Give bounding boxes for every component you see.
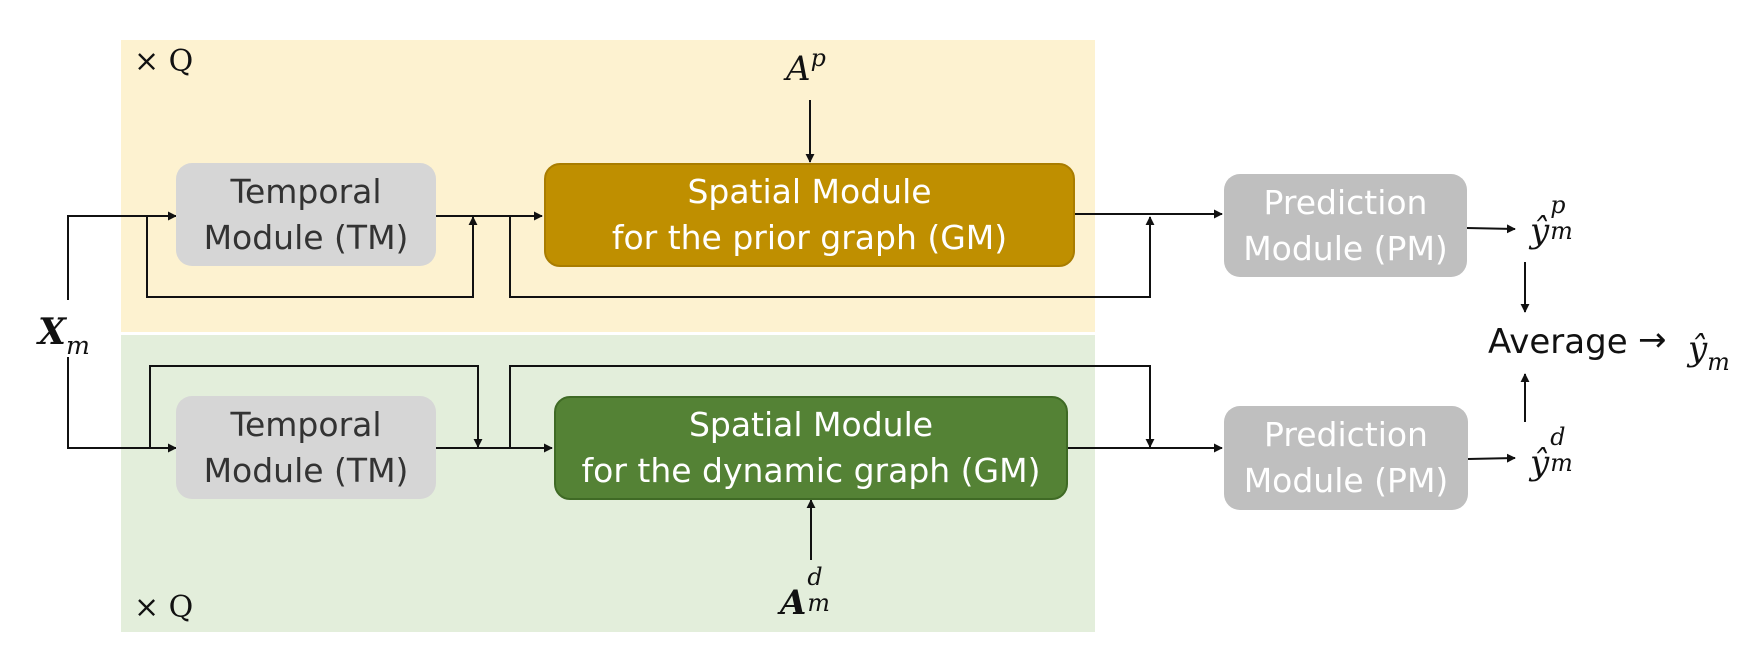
bottom-prediction-module: Prediction Module (PM) [1224, 406, 1468, 510]
bottom-tm-line2: Module (TM) [203, 450, 409, 490]
bottom-gm-skip-wire [509, 365, 1155, 448]
top-tm-line1: Temporal [230, 171, 382, 211]
top-pm-line2: Module (PM) [1243, 228, 1448, 268]
final-output-label: ŷm [1688, 329, 1730, 374]
prior-adjacency-base: A [786, 49, 811, 89]
top-repeat-label: × Q [134, 47, 193, 77]
input-base: X [38, 311, 66, 353]
dynamic-gm-line2: for the dynamic graph (GM) [581, 451, 1041, 490]
dynamic-gm-line1: Spatial Module [688, 405, 934, 444]
bottom-tm-skip-wire [149, 365, 483, 448]
top-pm-to-output-wire [1466, 224, 1516, 234]
prior-output-sup: p [1550, 191, 1566, 219]
average-arrow: → [1638, 320, 1667, 360]
prior-adjacency-label: Ap [786, 46, 826, 89]
prior-adjacency-sup: p [810, 44, 826, 72]
dynamic-spatial-module: Spatial Module for the dynamic graph (GM… [554, 396, 1068, 500]
input-to-bottom-tm-wire [67, 357, 177, 453]
bottom-temporal-module: Temporal Module (TM) [176, 396, 436, 499]
bottom-pm-line1: Prediction [1264, 415, 1428, 454]
top-gm-skip-wire [509, 216, 1155, 298]
average-label: Average [1488, 322, 1628, 362]
bottom-repeat-label: × Q [134, 593, 193, 623]
input-label: Xm [38, 311, 90, 358]
dynamic-output-sup: d [1550, 423, 1566, 451]
dynamic-adjacency-sup: d [807, 563, 823, 591]
prior-output-base: ŷ [1530, 211, 1550, 251]
bottom-pm-to-output-wire [1467, 453, 1516, 463]
top-tm-line2: Module (TM) [203, 217, 409, 257]
dynamic-output-base: ŷ [1530, 443, 1550, 483]
bottom-pm-line2: Module (PM) [1243, 461, 1449, 500]
top-pm-line1: Prediction [1263, 182, 1428, 222]
dynamic-output-sub: m [1550, 449, 1573, 477]
input-sub: m [65, 331, 90, 360]
dynamic-adjacency-base: A [780, 583, 807, 623]
top-prediction-module: Prediction Module (PM) [1224, 174, 1467, 277]
final-output-base: ŷ [1688, 329, 1708, 369]
bottom-tm-line1: Temporal [230, 404, 382, 444]
bottom-repeat-text: × Q [134, 590, 194, 625]
prior-gm-line1: Spatial Module [687, 172, 932, 211]
top-temporal-module: Temporal Module (TM) [176, 163, 436, 266]
prior-spatial-module: Spatial Module for the prior graph (GM) [544, 163, 1075, 267]
dynamic-adjacency-sub: m [807, 589, 830, 617]
input-to-top-tm-wire [67, 211, 177, 300]
prior-output-sub: m [1550, 217, 1573, 245]
top-tm-skip-wire [146, 216, 478, 298]
top-repeat-text: × Q [134, 44, 194, 79]
final-output-sub: m [1707, 348, 1730, 376]
prior-gm-line2: for the prior graph (GM) [611, 218, 1008, 257]
